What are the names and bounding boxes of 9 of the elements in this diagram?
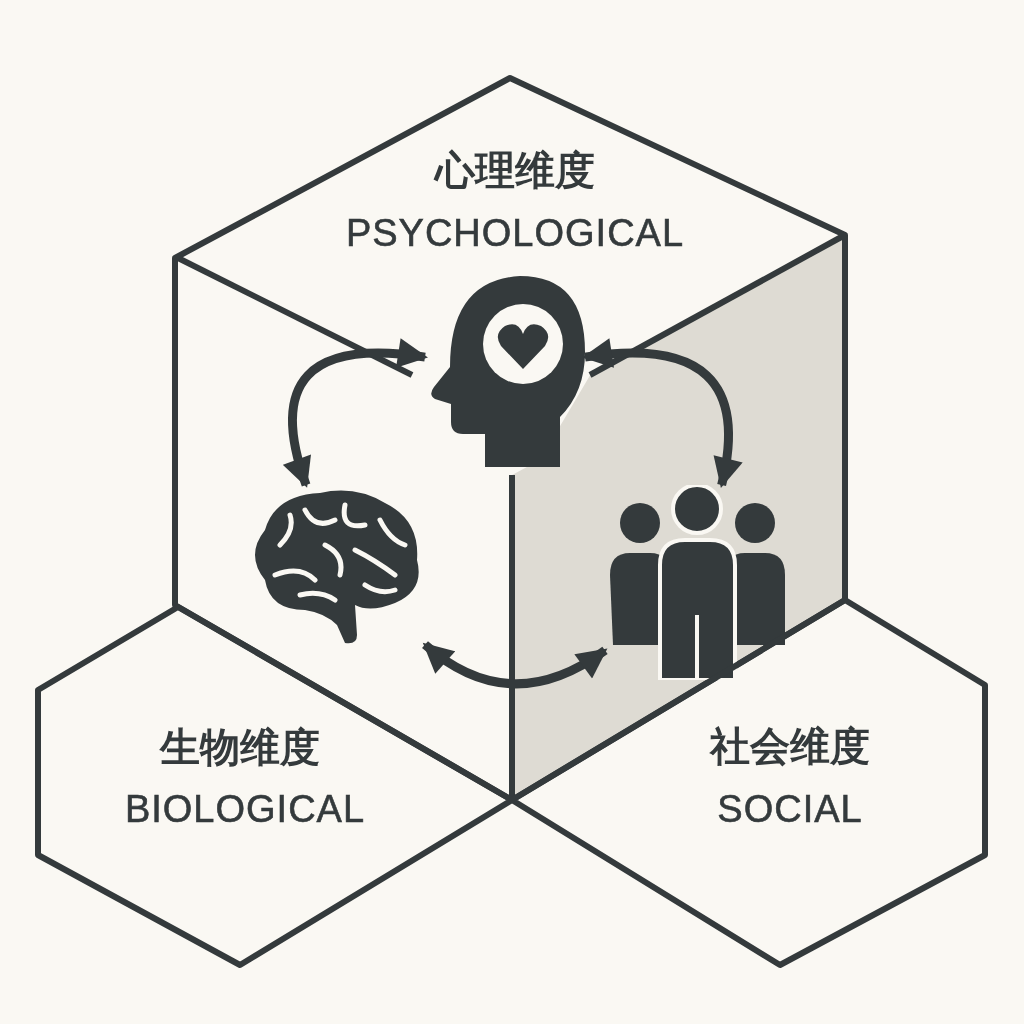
heading: 生物维度 — [160, 727, 320, 767]
heading: 心理维度 — [435, 150, 595, 190]
subheading: PSYCHOLOGICAL — [345, 214, 685, 252]
double-arrow — [582, 339, 742, 488]
heading: 社会维度 — [710, 726, 870, 766]
subheading: SOCIAL — [717, 790, 863, 828]
double-arrow — [422, 641, 608, 689]
double-arrow — [283, 339, 428, 488]
subheading: BIOLOGICAL — [124, 790, 366, 828]
